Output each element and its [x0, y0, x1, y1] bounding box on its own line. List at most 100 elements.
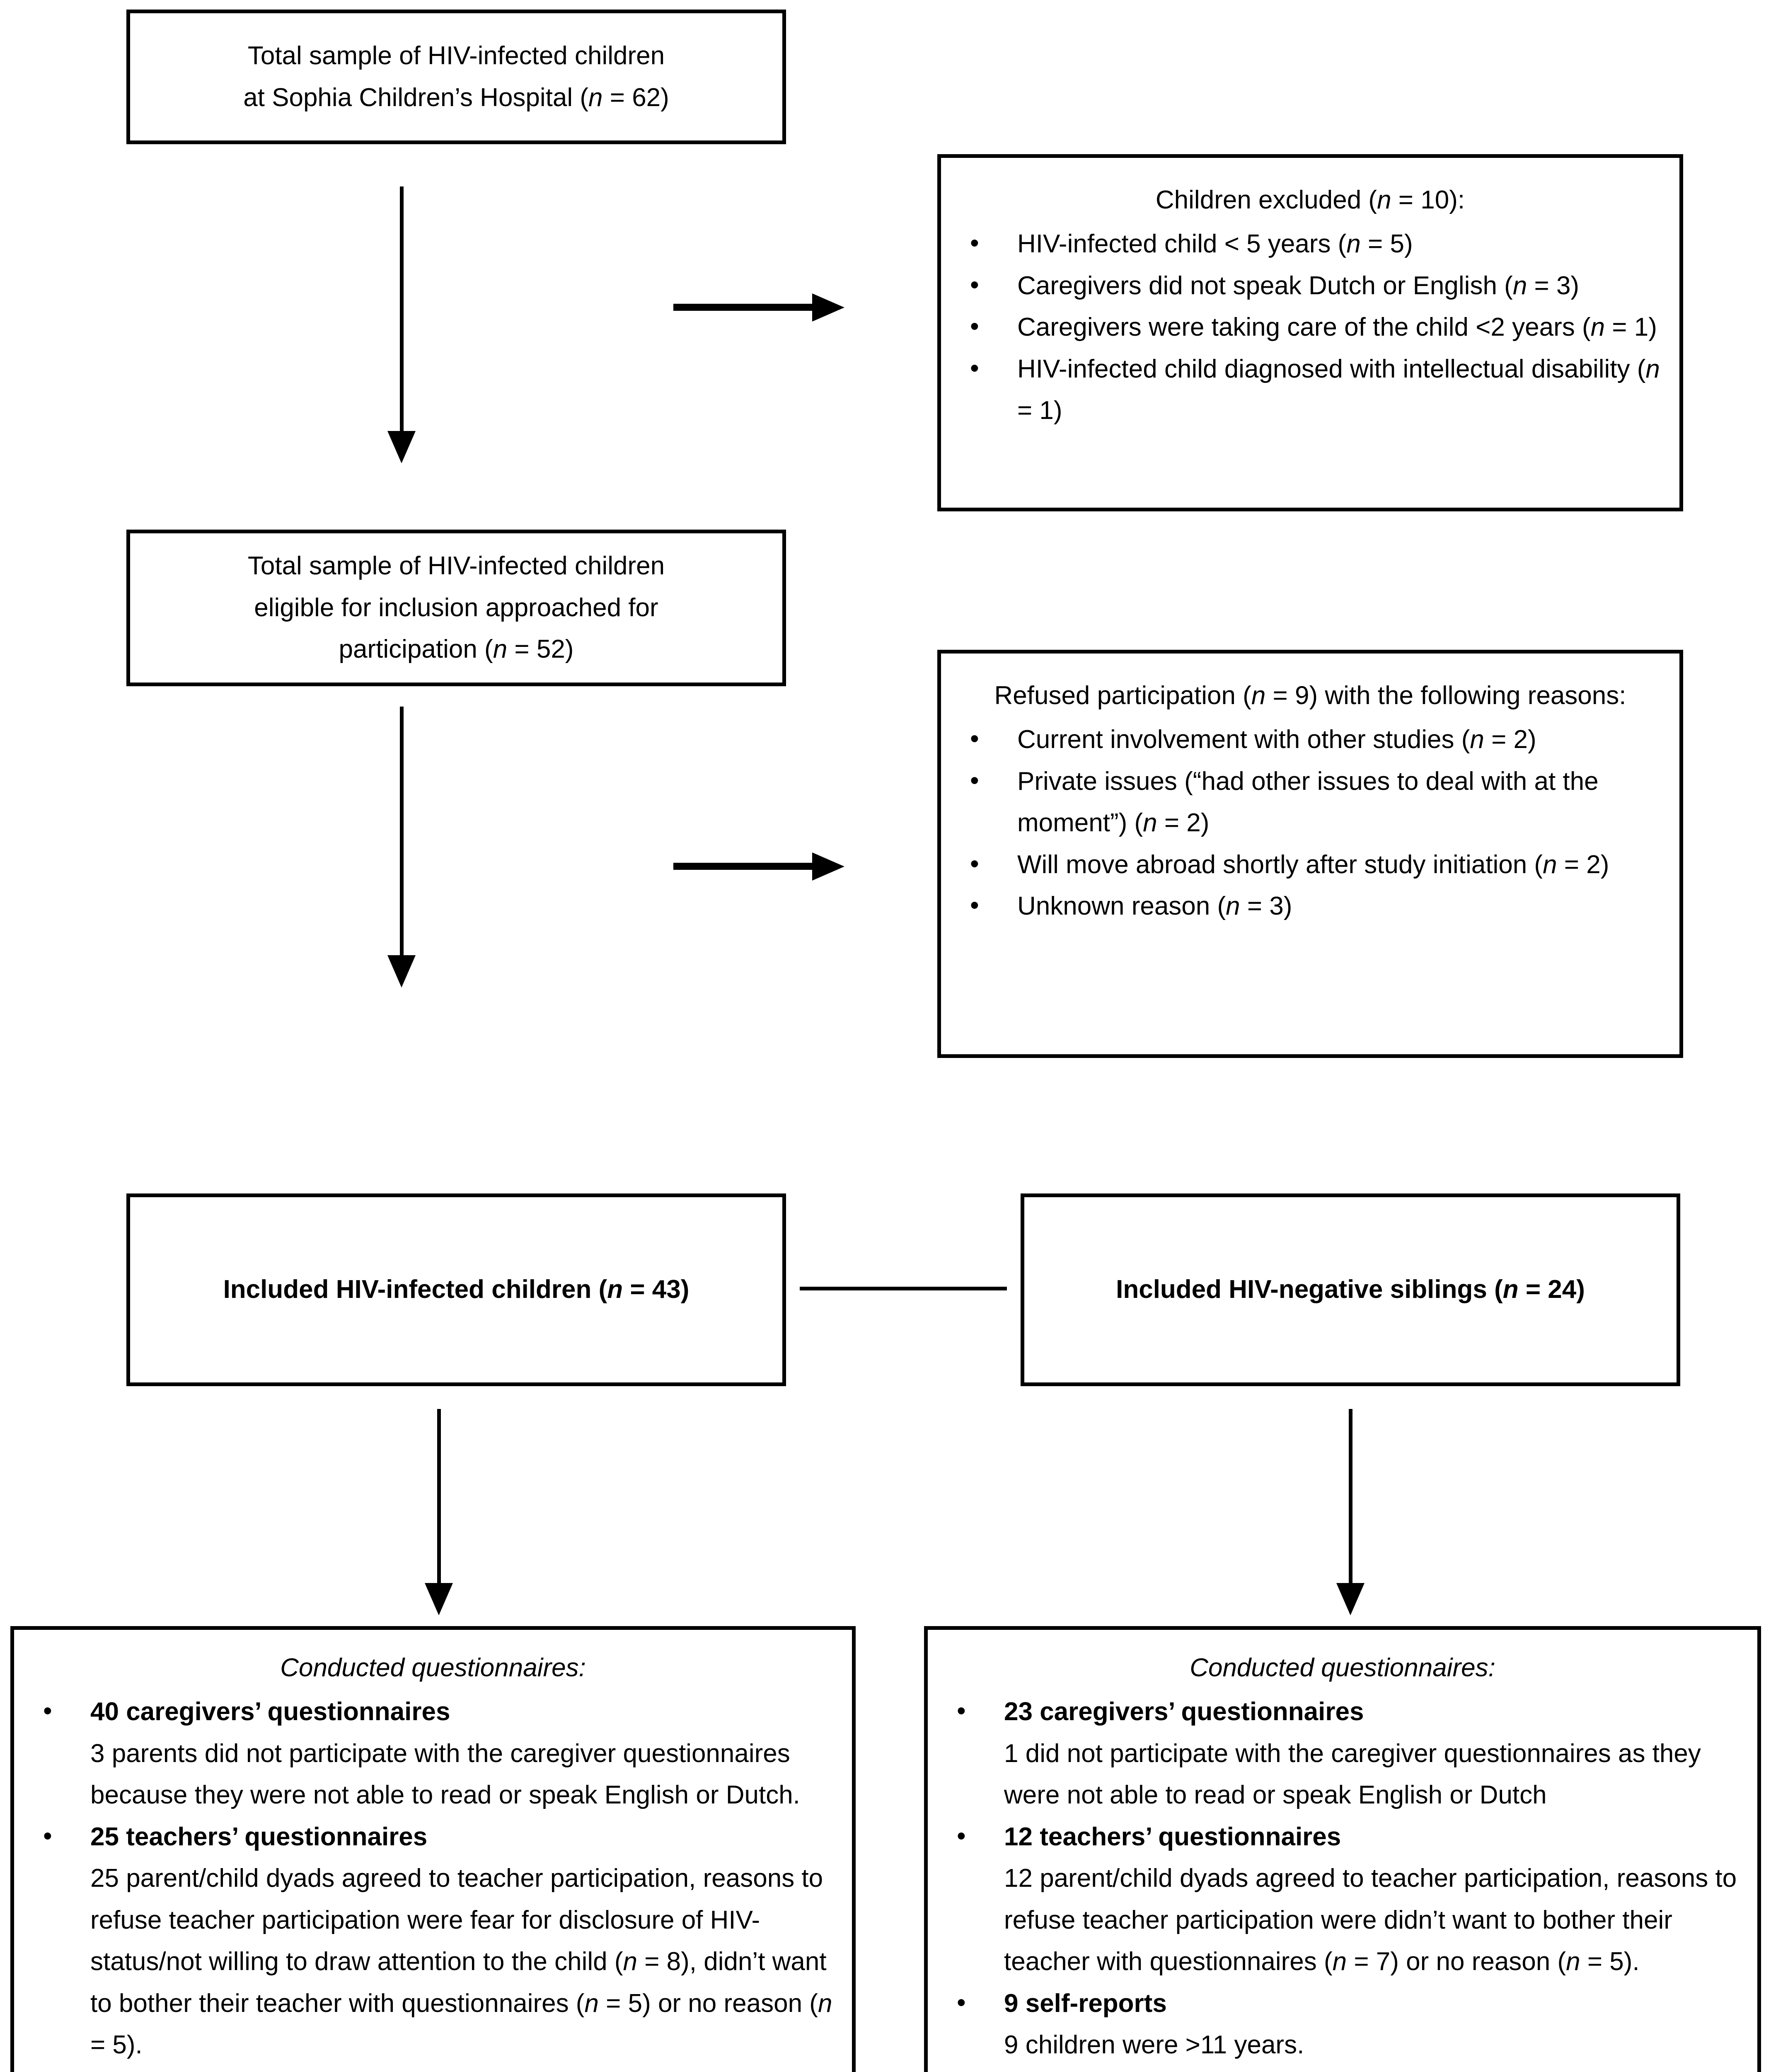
questionnaires-left-list: 40 caregivers’ questionnaires 3 parents … — [14, 1690, 852, 2072]
n-variable: n — [1470, 725, 1484, 754]
node-eligible-sample: Total sample of HIV-infected children el… — [126, 530, 786, 686]
connector-eligible-to-refused-arrowhead — [812, 852, 844, 881]
list-item: Caregivers did not speak Dutch or Englis… — [955, 264, 1665, 307]
n-variable: n — [1590, 313, 1605, 342]
qr-item-2-lead: 9 self-reports — [1004, 1989, 1167, 2018]
node-included-hiv-negative-siblings: Included HIV-negative siblings (n = 24) — [1021, 1193, 1680, 1386]
list-item: Current involvement with other studies (… — [955, 718, 1665, 760]
questionnaires-left-title: Conducted questionnaires: — [280, 1653, 586, 1682]
qr-item-1-sub: 12 parent/child dyads agreed to teacher … — [1004, 1858, 1743, 1982]
n-variable: n — [1566, 1947, 1580, 1976]
refused-item-3-post: = 3) — [1240, 892, 1292, 921]
n-variable: n — [1143, 808, 1157, 838]
connector-included-hiv-to-questionnaires-arrowhead — [425, 1583, 453, 1615]
eligible-line3-post: = 52) — [507, 635, 574, 664]
excluded-item-3-pre: HIV-infected child diagnosed with intell… — [1017, 354, 1646, 383]
excluded-item-2-pre: Caregivers were taking care of the child… — [1017, 313, 1591, 342]
included-siblings-post: = 24) — [1518, 1275, 1585, 1304]
ql-item-1-sub-p2: = 8), didn’t want to bother their teache… — [90, 1947, 827, 2018]
ql-item-0-lead: 40 caregivers’ questionnaires — [90, 1697, 450, 1726]
list-item: 25 teachers’ questionnaires 25 parent/ch… — [28, 1815, 838, 2066]
list-item: 9 self-reports 9 children were >11 years… — [942, 1982, 1743, 2066]
connector-eligible-to-included-line — [400, 707, 404, 959]
list-item: Caregivers were taking care of the child… — [955, 306, 1665, 348]
n-variable: n — [1332, 1947, 1347, 1976]
ql-item-0-sub: 3 parents did not participate with the c… — [90, 1739, 800, 1810]
refused-item-1-pre: Private issues (“had other issues to dea… — [1017, 767, 1599, 838]
node-included-hiv-infected-children: Included HIV-infected children (n = 43) — [126, 1193, 786, 1386]
n-variable: n — [1226, 892, 1240, 921]
ql-item-1-lead: 25 teachers’ questionnaires — [90, 1822, 428, 1851]
children-excluded-list: HIV-infected child < 5 years (n = 5) Car… — [941, 223, 1679, 431]
qr-item-1-sub-p2: = 7) or no reason ( — [1347, 1947, 1566, 1976]
excluded-item-1-post: = 3) — [1527, 271, 1580, 300]
node-eligible-sample-text: Total sample of HIV-infected children el… — [130, 545, 782, 670]
refused-item-0-pre: Current involvement with other studies ( — [1017, 725, 1470, 754]
n-variable: n — [1512, 271, 1527, 300]
node-questionnaires-hiv-infected: Conducted questionnaires: 40 caregivers’… — [10, 1626, 856, 2072]
ql-item-1-sub: 25 parent/child dyads agreed to teacher … — [90, 1858, 838, 2066]
list-item: Private issues (“had other issues to dea… — [955, 760, 1665, 844]
refused-item-2-pre: Will move abroad shortly after study ini… — [1017, 850, 1543, 879]
total-sample-line2-pre: at Sophia Children’s Hospital ( — [243, 83, 589, 112]
refused-participation-title: Refused participation (n = 9) with the f… — [941, 675, 1679, 719]
qr-item-0-lead: 23 caregivers’ questionnaires — [1004, 1697, 1364, 1726]
n-variable: n — [584, 1989, 599, 2018]
connector-siblings-to-questionnaires-line — [1349, 1409, 1352, 1587]
qr-item-0-sub: 1 did not participate with the caregiver… — [1004, 1739, 1701, 1810]
n-variable: n — [493, 635, 508, 664]
node-included-hiv-text: Included HIV-infected children (n = 43) — [130, 1269, 782, 1310]
refused-item-0-post: = 2) — [1484, 725, 1536, 754]
list-item: Unknown reason (n = 3) — [955, 885, 1665, 927]
eligible-line3-pre: participation ( — [339, 635, 493, 664]
list-item: 40 caregivers’ questionnaires 3 parents … — [28, 1690, 838, 1816]
n-variable: n — [1645, 354, 1660, 383]
refused-participation-list: Current involvement with other studies (… — [941, 718, 1679, 927]
ql-item-1-sub-p3: = 5) or no reason ( — [598, 1989, 818, 2018]
list-item: 19 self-reports 19 children were >11 yea… — [28, 2065, 838, 2072]
n-variable: n — [1377, 186, 1391, 214]
n-variable: n — [588, 83, 603, 112]
excluded-item-1-pre: Caregivers did not speak Dutch or Englis… — [1017, 271, 1513, 300]
connector-eligible-to-refused-line — [673, 863, 816, 870]
n-variable: n — [1543, 850, 1557, 879]
included-hiv-post: = 43) — [623, 1275, 690, 1304]
included-hiv-pre: Included HIV-infected children ( — [223, 1275, 607, 1304]
connector-total-to-eligible-arrowhead — [387, 431, 416, 463]
list-item: 23 caregivers’ questionnaires 1 did not … — [942, 1690, 1743, 1816]
excluded-title-post: = 10): — [1391, 186, 1465, 214]
connector-eligible-to-included-arrowhead — [387, 955, 416, 988]
qr-item-2-sub: 9 children were >11 years. — [1004, 2030, 1304, 2059]
list-item: HIV-infected child < 5 years (n = 5) — [955, 223, 1665, 265]
node-refused-participation: Refused participation (n = 9) with the f… — [937, 650, 1683, 1058]
qr-item-1-lead: 12 teachers’ questionnaires — [1004, 1822, 1341, 1851]
qr-item-1-sub-p1: 12 parent/child dyads agreed to teacher … — [1004, 1864, 1737, 1976]
refused-item-3-pre: Unknown reason ( — [1017, 892, 1226, 921]
excluded-item-2-post: = 1) — [1605, 313, 1657, 342]
node-included-siblings-text: Included HIV-negative siblings (n = 24) — [1024, 1269, 1677, 1310]
refused-title-pre: Refused participation ( — [994, 681, 1251, 710]
list-item: 12 teachers’ questionnaires 12 parent/ch… — [942, 1815, 1743, 1983]
connector-siblings-to-questionnaires-arrowhead — [1336, 1583, 1365, 1615]
qr-item-1-sub-p3: = 5). — [1580, 1947, 1640, 1976]
connector-included-hiv-to-siblings — [800, 1287, 1007, 1290]
questionnaires-right-list: 23 caregivers’ questionnaires 1 did not … — [928, 1690, 1757, 2066]
n-variable: n — [1346, 230, 1361, 259]
eligible-line2: eligible for inclusion approached for — [254, 593, 658, 622]
connector-included-hiv-to-questionnaires-line — [437, 1409, 441, 1587]
ql-item-1-sub-p4: = 5). — [90, 2030, 143, 2059]
ql-item-1-sub-p1: 25 parent/child dyads agreed to teacher … — [90, 1864, 823, 1976]
node-total-sample-text: Total sample of HIV-infected children at… — [130, 35, 782, 119]
n-variable: n — [1502, 1275, 1519, 1304]
children-excluded-title: Children excluded (n = 10): — [941, 179, 1679, 223]
eligible-line1: Total sample of HIV-infected children — [247, 552, 665, 581]
total-sample-line1: Total sample of HIV-infected children — [247, 41, 665, 70]
list-item: HIV-infected child diagnosed with intell… — [955, 348, 1665, 432]
node-questionnaires-siblings: Conducted questionnaires: 23 caregivers’… — [924, 1626, 1761, 2072]
included-siblings-pre: Included HIV-negative siblings ( — [1116, 1275, 1503, 1304]
connector-total-to-excluded-arrowhead — [812, 293, 844, 322]
excluded-item-3-post: = 1) — [1017, 396, 1062, 425]
node-total-sample: Total sample of HIV-infected children at… — [126, 10, 786, 144]
excluded-title-pre: Children excluded ( — [1155, 186, 1377, 214]
